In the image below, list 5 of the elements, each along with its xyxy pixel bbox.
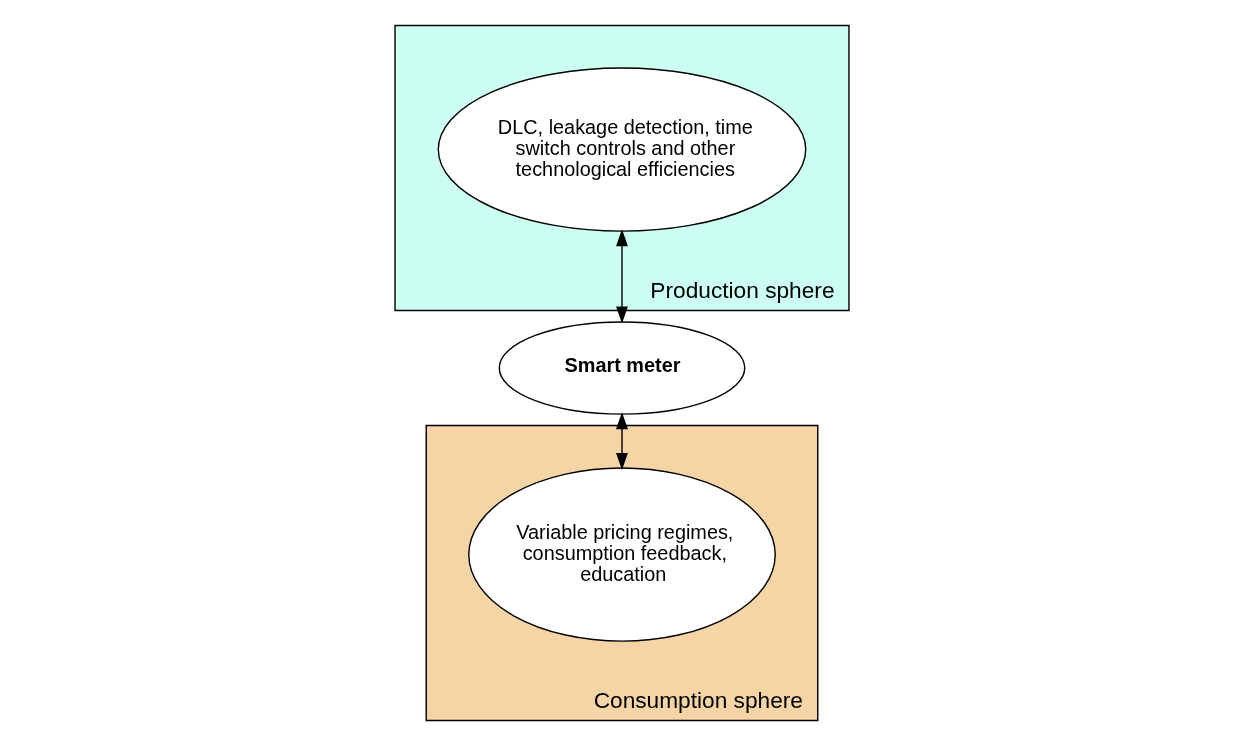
arrow bbox=[616, 412, 628, 470]
node-ellipse: DLC, leakage detection, time switch controls and other technological efficiencies bbox=[437, 67, 807, 232]
node-ellipse: Smart meter bbox=[498, 321, 746, 415]
node-ellipse: Variable pricing regimes, consumption feedback, education bbox=[468, 467, 776, 642]
arrow bbox=[616, 229, 628, 324]
